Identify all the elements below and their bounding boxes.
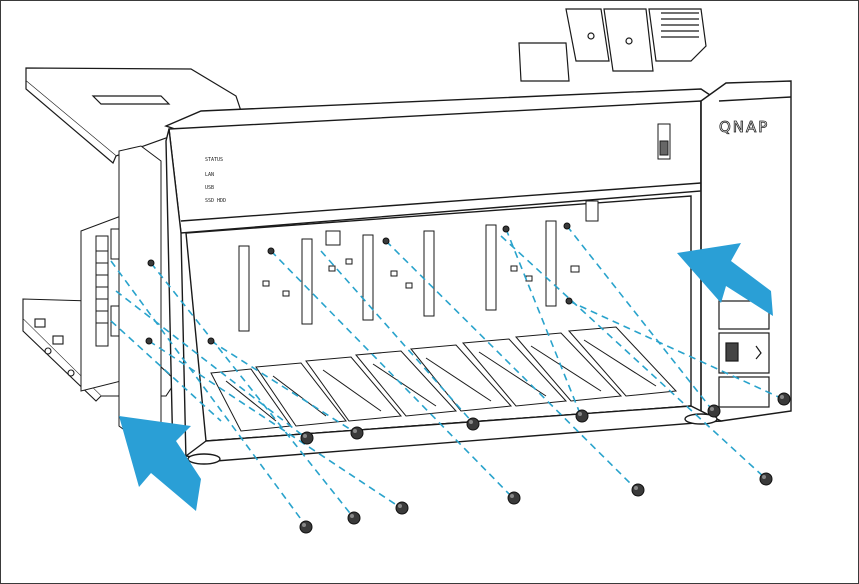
screw: [777, 392, 791, 406]
left-tray-plate: [25, 67, 242, 164]
arrow-left-push: [119, 416, 201, 511]
arrow-right-push: [677, 243, 773, 316]
rear-top-bracket: [518, 8, 707, 82]
screw-paths: [110, 225, 784, 527]
screw: [395, 501, 409, 515]
led-label-lan: LAN: [205, 172, 214, 178]
screw: [507, 491, 521, 505]
front-ports: [718, 300, 770, 408]
led-label-drive: SSD HDD: [205, 198, 226, 204]
led-label-usb: USB: [205, 185, 214, 191]
screw: [759, 472, 773, 486]
front-panel-labels: STATUS LAN USB SSD HDD: [205, 157, 226, 204]
drive-bay-slots: [210, 326, 678, 432]
screw: [631, 483, 645, 497]
screw: [299, 520, 313, 534]
screw: [347, 511, 361, 525]
screw: [300, 431, 314, 445]
backplane-connectors: [238, 200, 599, 332]
front-panel-switch: [657, 123, 671, 160]
left-side-board: [80, 145, 162, 442]
brand-logo: QNAP: [719, 118, 769, 136]
screw: [466, 417, 480, 431]
led-label-status: STATUS: [205, 157, 223, 163]
screw: [350, 426, 364, 440]
screw: [707, 404, 721, 418]
screw: [575, 409, 589, 423]
screw-highlights: [302, 395, 784, 527]
